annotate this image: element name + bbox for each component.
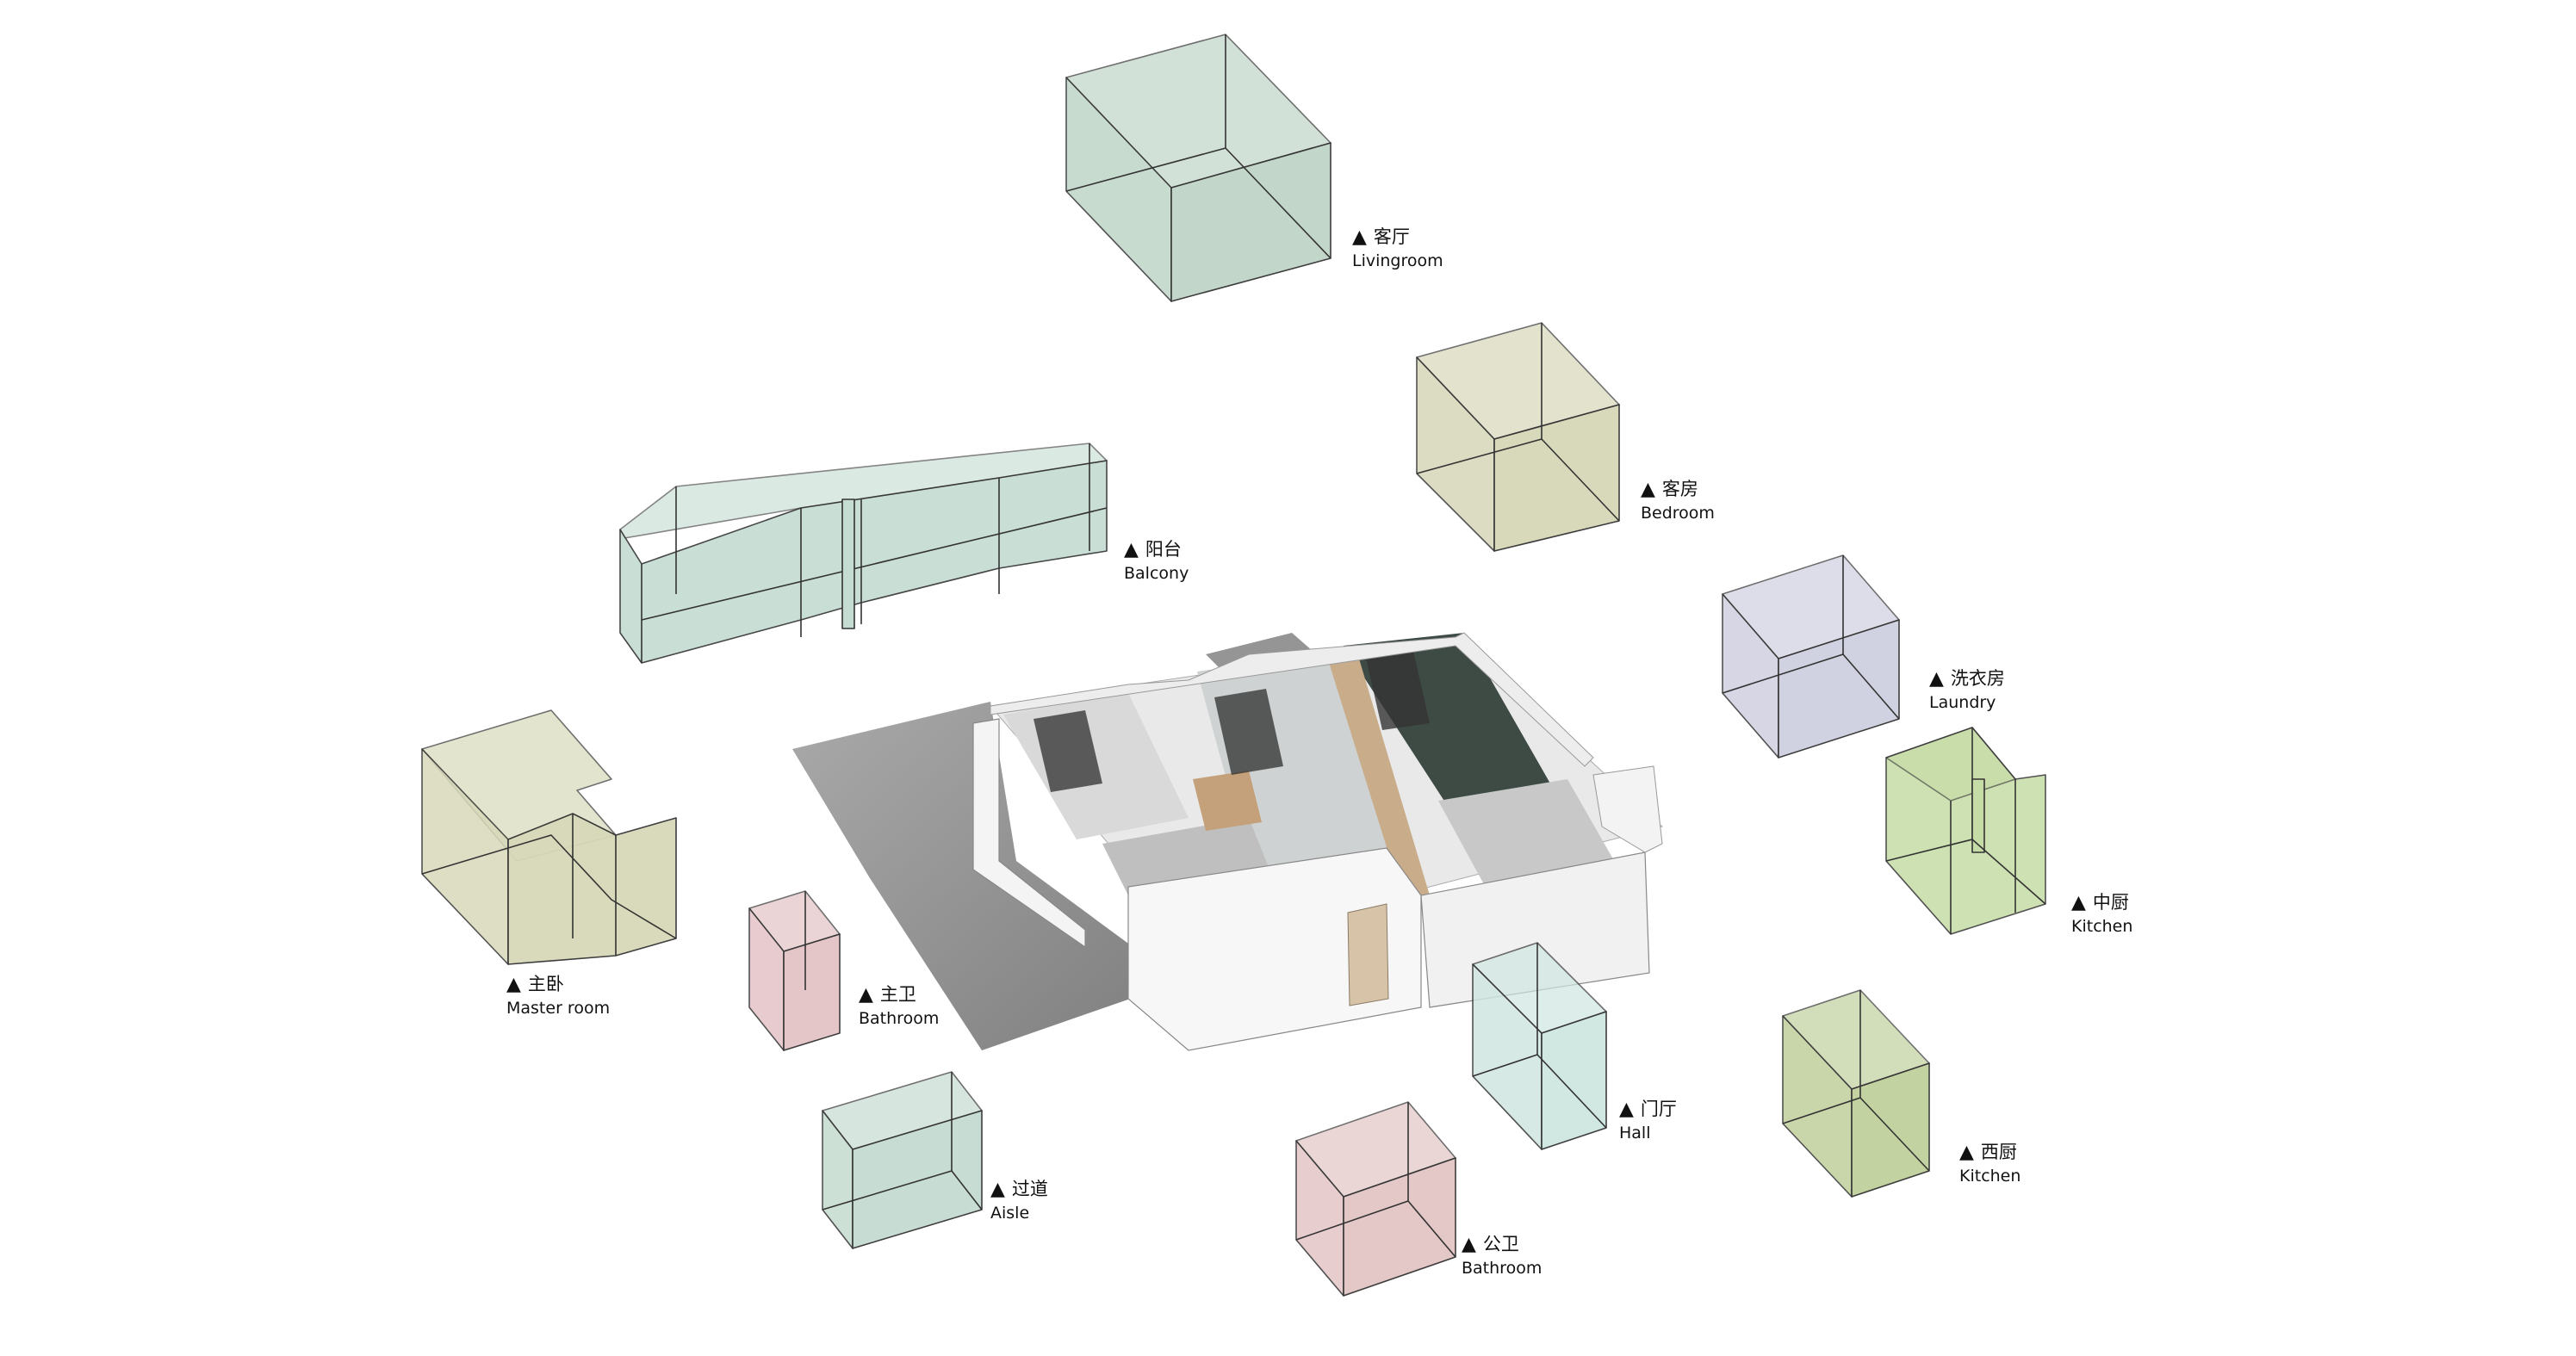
volume-bathroom-master (748, 890, 841, 1051)
label-hall: ▲门厅 Hall (1619, 1099, 1677, 1142)
triangle-marker-icon: ▲ (859, 984, 873, 1006)
volume-laundry (1722, 554, 1900, 758)
triangle-marker-icon: ▲ (1641, 479, 1655, 500)
label-master-room: ▲主卧 Master room (506, 974, 611, 1018)
master-right (507, 813, 677, 965)
hall-right (1541, 1011, 1607, 1150)
window-2 (1214, 689, 1283, 775)
label-balcony: ▲阳台 Balcony (1124, 539, 1189, 583)
triangle-marker-icon: ▲ (1959, 1142, 1974, 1163)
label-bathroom-public: ▲公卫 Bathroom (1462, 1234, 1542, 1278)
label-bathroom-master: ▲主卫 Bathroom (859, 984, 940, 1028)
kitchen-mid-inner (1971, 778, 1985, 853)
label-aisle: ▲过道 Aisle (990, 1179, 1048, 1223)
triangle-marker-icon: ▲ (1462, 1234, 1476, 1255)
label-bedroom: ▲客房 Bedroom (1641, 479, 1715, 523)
front-door (1347, 903, 1389, 1006)
volume-master-room (421, 709, 677, 965)
volume-balcony (619, 443, 1108, 664)
wood-wall-2 (1193, 771, 1262, 831)
volume-aisle (822, 1071, 983, 1249)
master-hidden (421, 834, 677, 939)
wall-back (990, 632, 1594, 767)
bath-master-right (783, 933, 841, 1051)
triangle-marker-icon: ▲ (990, 1179, 1005, 1200)
window-3 (1365, 647, 1430, 730)
triangle-marker-icon: ▲ (1124, 539, 1139, 560)
label-livingroom: ▲客厅 Livingroom (1352, 226, 1443, 270)
volume-bathroom-public (1295, 1101, 1456, 1297)
balcony-post (841, 498, 855, 629)
label-kitchen-west: ▲西厨 Kitchen (1959, 1142, 2021, 1186)
wall-front-left (972, 718, 1086, 949)
volume-livingroom (1065, 34, 1331, 302)
volume-kitchen-west (1782, 989, 1930, 1198)
kitchen-mid-hidden (1885, 839, 2046, 905)
window-1 (1034, 710, 1102, 792)
wood-wall-1 (1326, 650, 1430, 902)
triangle-marker-icon: ▲ (1619, 1099, 1634, 1120)
wall-right-end (1592, 765, 1663, 853)
label-kitchen-mid: ▲中厨 Kitchen (2071, 892, 2133, 936)
wall-front-main (1127, 847, 1422, 1051)
triangle-marker-icon: ▲ (2071, 892, 2086, 913)
triangle-marker-icon: ▲ (1929, 668, 1944, 690)
volume-kitchen-mid (1885, 727, 2046, 935)
triangle-marker-icon: ▲ (1352, 226, 1367, 248)
balcony-mid-line (641, 507, 1108, 621)
label-laundry: ▲洗衣房 Laundry (1929, 668, 2005, 712)
balcony-side (619, 460, 1108, 664)
triangle-marker-icon: ▲ (506, 974, 521, 995)
volume-bedroom (1416, 322, 1620, 552)
volume-hall (1472, 942, 1607, 1150)
